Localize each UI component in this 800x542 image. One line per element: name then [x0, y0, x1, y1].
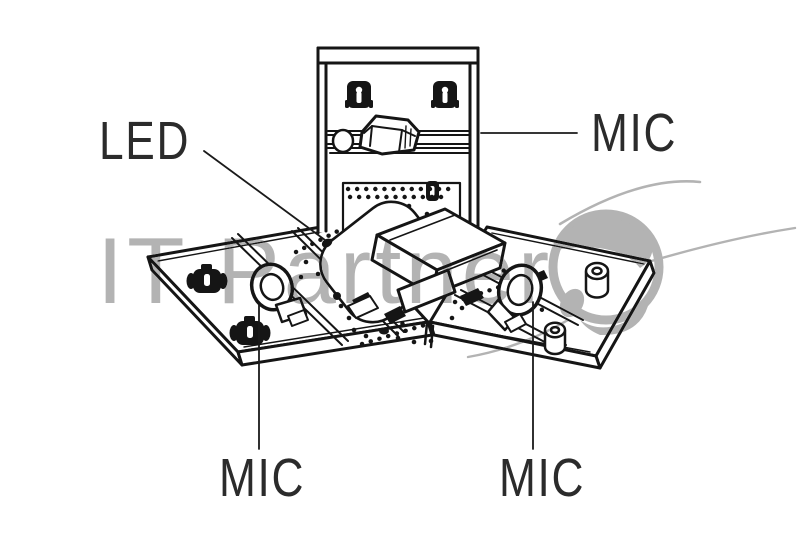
- left-mic-cylinder: [249, 262, 309, 327]
- cable-clamp-icon: [431, 81, 459, 108]
- mic-label-bottom-right: MIC: [499, 448, 586, 508]
- led-label: LED: [99, 111, 191, 171]
- standoff: [584, 261, 610, 299]
- mic-label-bottom-left: MIC: [219, 448, 306, 508]
- speaker-box: [370, 207, 507, 314]
- mic-label-top: MIC: [591, 103, 678, 163]
- standoff: [543, 321, 567, 356]
- top-mic-block: [358, 114, 421, 156]
- led-leader-line: [203, 150, 326, 241]
- cable-clamp-icon: [345, 81, 373, 108]
- led-indicator: [321, 238, 333, 248]
- center-pcb: [293, 186, 551, 347]
- left-tray-parts: [186, 262, 309, 345]
